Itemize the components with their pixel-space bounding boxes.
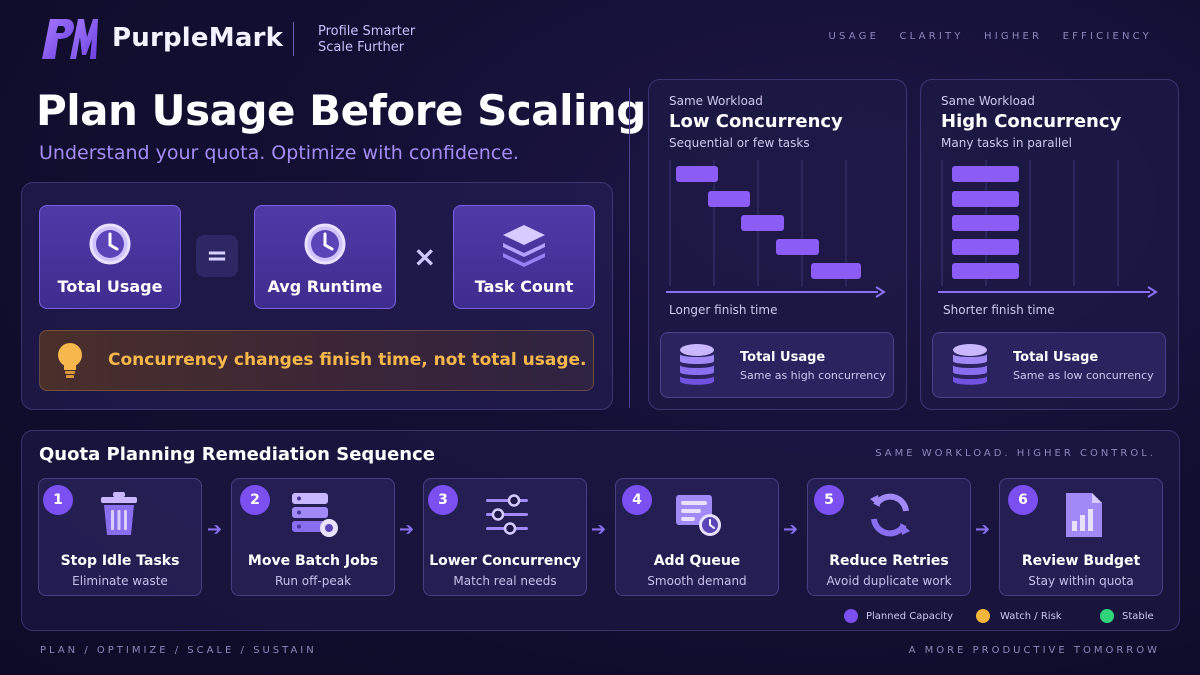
step-card-reduce-retries[interactable]: 5 Reduce Retries Avoid duplicate work [807,478,971,596]
sequence-kicker: SAME WORKLOAD. HIGHER CONTROL. [875,448,1156,459]
low-usage-sub: Same as high concurrency [740,369,886,382]
legend-label-stable: Stable [1122,611,1154,622]
task-bar [741,215,784,231]
low-card-kicker: Same Workload [669,94,763,108]
task-bar [952,239,1019,255]
task-bar [776,239,819,255]
step-subtitle: Avoid duplicate work [826,574,952,588]
step-card-move-batch-jobs[interactable]: 2 Move Batch Jobs Run off-peak [231,478,395,596]
arrow-right-icon: ➔ [975,519,991,540]
server-gear-icon [292,493,338,537]
step-number: 1 [43,485,73,515]
step-number: 2 [240,485,270,515]
step-number: 6 [1008,485,1038,515]
high-usage-title: Total Usage [1013,350,1099,365]
low-usage-title: Total Usage [740,350,826,365]
arrow-right-icon: ➔ [399,519,415,540]
parallel-timeline-chart [938,160,1158,298]
task-count-label: Task Count [474,277,574,296]
task-bar [811,263,861,279]
report-icon [1066,493,1102,537]
task-bar [708,191,750,207]
clock-icon [89,223,131,265]
insight-callout [39,330,594,391]
step-title: Add Queue [653,553,741,569]
step-subtitle: Smooth demand [647,574,747,588]
times-operator: × [413,240,437,273]
tagline-line-2: Scale Further [318,40,405,55]
legend-dot-planned [844,609,858,623]
low-usage-box [660,332,894,398]
step-number: 4 [622,485,652,515]
task-count-card: Task Count [453,205,595,309]
step-number: 5 [814,485,844,515]
arrow-right-icon: ➔ [783,519,799,540]
high-usage-sub: Same as low concurrency [1013,369,1154,382]
total-usage-card: Total Usage [39,205,181,309]
arrow-right-icon: ➔ [207,519,223,540]
queue-clock-icon [676,495,721,536]
sequential-timeline-chart [666,160,886,298]
avg-runtime-card: Avg Runtime [254,205,396,309]
arrow-right-icon: ➔ [591,519,607,540]
insight-text: Concurrency changes finish time, not tot… [108,350,587,370]
total-usage-label: Total Usage [57,277,163,296]
section-divider [629,88,630,408]
legend-dot-watch [976,609,990,623]
header-divider [293,22,294,56]
step-title: Stop Idle Tasks [60,553,180,569]
refresh-icon [870,493,910,537]
sequence-panel [21,430,1180,631]
sliders-icon [486,494,528,535]
tagline-line-1: Profile Smarter [318,24,416,39]
footer-left: PLAN / OPTIMIZE / SCALE / SUSTAIN [40,645,317,656]
high-card-foot: Shorter finish time [943,303,1055,317]
task-bar [952,166,1019,182]
trash-icon [101,492,137,535]
step-title: Move Batch Jobs [247,553,379,569]
step-subtitle: Stay within quota [1028,574,1134,588]
clock-icon [304,223,346,265]
low-card-foot: Longer finish time [669,303,778,317]
step-subtitle: Eliminate waste [72,574,168,588]
step-subtitle: Match real needs [453,574,557,588]
tagline: Profile Smarter Scale Further [318,24,415,56]
step-card-lower-concurrency[interactable]: 3 Lower Concurrency Match real needs [423,478,587,596]
task-bar [952,263,1019,279]
task-bar [952,191,1019,207]
avg-runtime-label: Avg Runtime [267,277,383,296]
legend-label-watch: Watch / Risk [1000,611,1062,622]
legend-label-planned: Planned Capacity [866,611,953,622]
database-icon [953,344,987,385]
lightbulb-icon [58,343,82,378]
layers-icon [503,225,545,267]
step-subtitle: Run off-peak [274,574,352,588]
page-title: Plan Usage Before Scaling [36,86,646,135]
sequence-title: Quota Planning Remediation Sequence [39,444,435,465]
high-card-desc: Many tasks in parallel [941,136,1072,150]
low-card-desc: Sequential or few tasks [669,136,810,150]
task-bar [676,166,718,182]
brand-name: PurpleMark [112,23,284,53]
top-keywords: USAGE CLARITY HIGHER EFFICIENCY [828,31,1152,42]
legend-dot-stable [1100,609,1114,623]
page-subtitle: Understand your quota. Optimize with con… [39,142,519,164]
step-title: Review Budget [1021,553,1141,569]
task-bar [952,215,1019,231]
step-number: 3 [428,485,458,515]
equals-operator: = [196,235,238,277]
step-card-stop-idle-tasks[interactable]: 1 Stop Idle Tasks Eliminate waste [38,478,202,596]
footer-right: A MORE PRODUCTIVE TOMORROW [908,645,1160,656]
step-card-add-queue[interactable]: 4 Add Queue Smooth demand [615,478,779,596]
high-card-title: High Concurrency [941,111,1122,132]
step-card-review-budget[interactable]: 6 Review Budget Stay within quota [999,478,1163,596]
low-card-title: Low Concurrency [669,111,843,132]
high-card-kicker: Same Workload [941,94,1035,108]
brand-logo [42,19,98,59]
database-icon [680,344,714,385]
step-title: Reduce Retries [829,553,949,569]
high-usage-box [932,332,1166,398]
step-title: Lower Concurrency [429,553,581,569]
